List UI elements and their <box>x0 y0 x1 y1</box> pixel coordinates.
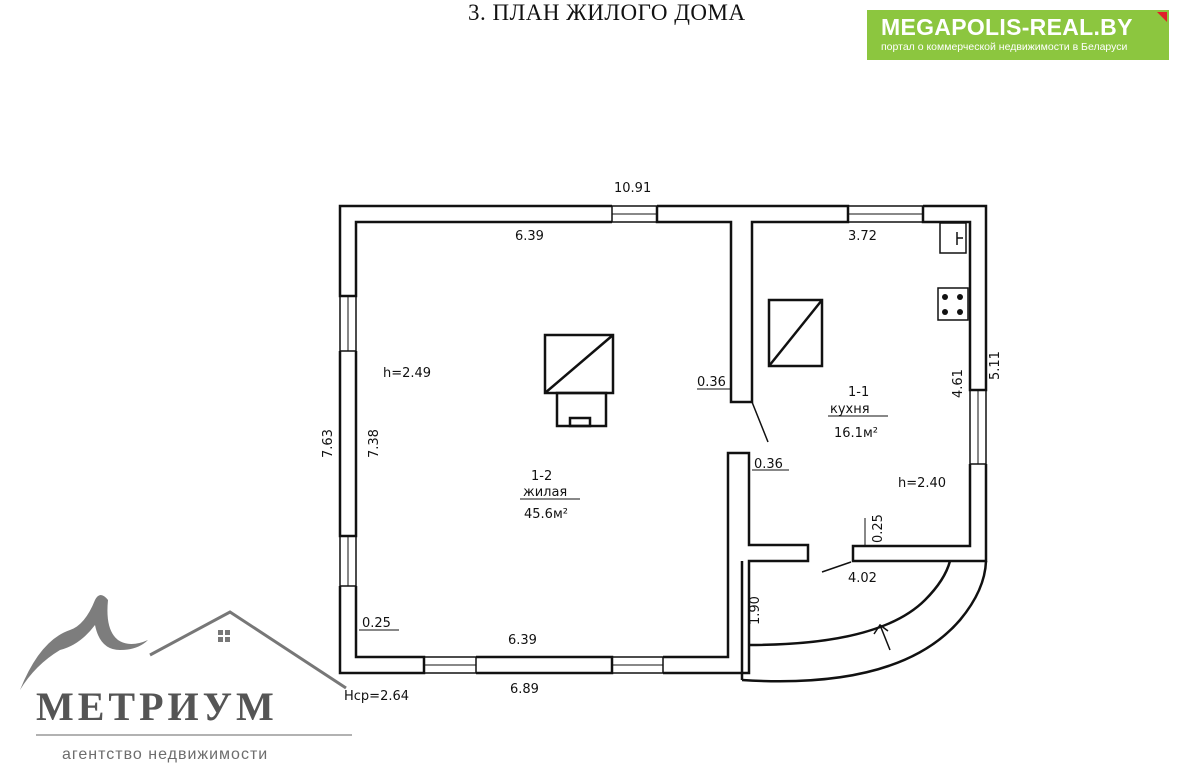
dim-left-outer: 7.63 <box>321 429 336 458</box>
room-living-name: жилая <box>523 485 567 500</box>
kitchen-stove-icon <box>767 298 824 368</box>
room-kitchen-area: 16.1м² <box>834 426 878 441</box>
dim-living-bottom-outer: 6.89 <box>510 682 539 697</box>
sink-icon <box>939 222 967 254</box>
dim-wall-left: 0.25 <box>362 616 391 631</box>
wall-right-lower <box>851 464 988 563</box>
stove-firebox <box>568 416 592 428</box>
wall-left-middle <box>338 351 358 538</box>
dim-kitchen-top: 3.72 <box>848 229 877 244</box>
porch-inner-arc <box>748 560 952 647</box>
dim-partition-upper: 0.36 <box>697 375 726 390</box>
agency-logo-subtitle: агентство недвижимости <box>62 746 269 763</box>
dim-living-top: 6.39 <box>515 229 544 244</box>
wall-outer-left-top <box>338 204 612 298</box>
wall-bottom-middle <box>476 655 614 675</box>
corner-ribbon-icon <box>1157 12 1167 22</box>
wall-bottom-right <box>663 451 810 675</box>
site-watermark-name: MEGAPOLIS-REAL.BY <box>881 14 1133 40</box>
porch-outer-arc <box>741 560 988 683</box>
door-swing-kitchen <box>751 401 769 443</box>
agency-logo-name: МЕТРИУМ <box>36 684 278 729</box>
page-title: 3. ПЛАН ЖИЛОГО ДОМА <box>468 0 746 25</box>
dim-partition-lower: 0.36 <box>754 457 783 472</box>
door-swing-porch <box>821 561 852 573</box>
dim-right-inner: 4.61 <box>951 369 966 398</box>
dim-kitchen-bottom: 4.02 <box>848 571 877 586</box>
dim-wall-kitchen: 0.25 <box>871 514 886 543</box>
stove-base <box>555 391 608 428</box>
wall-top-right <box>921 204 988 392</box>
room-kitchen-name: кухня <box>830 402 870 417</box>
height-average: Hср=2.64 <box>344 689 409 704</box>
agency-logo-mark <box>20 595 352 736</box>
room-living-number: 1-2 <box>531 469 552 484</box>
height-kitchen: h=2.40 <box>898 476 946 491</box>
site-watermark-badge: MEGAPOLIS-REAL.BY портал о коммерческой … <box>867 10 1169 60</box>
dim-left-inner: 7.38 <box>367 429 382 458</box>
site-watermark-tagline: портал о коммерческой недвижимости в Бел… <box>881 41 1128 53</box>
room-kitchen-number: 1-1 <box>848 385 869 400</box>
dim-right-outer: 5.11 <box>988 351 1003 380</box>
dim-living-bottom-inner: 6.39 <box>508 633 537 648</box>
dim-total-width: 10.91 <box>614 181 651 196</box>
cooktop-icon <box>937 287 969 321</box>
room-living-area: 45.6м² <box>524 507 568 522</box>
height-living: h=2.49 <box>383 366 431 381</box>
dim-porch-depth: 1.90 <box>748 596 763 625</box>
